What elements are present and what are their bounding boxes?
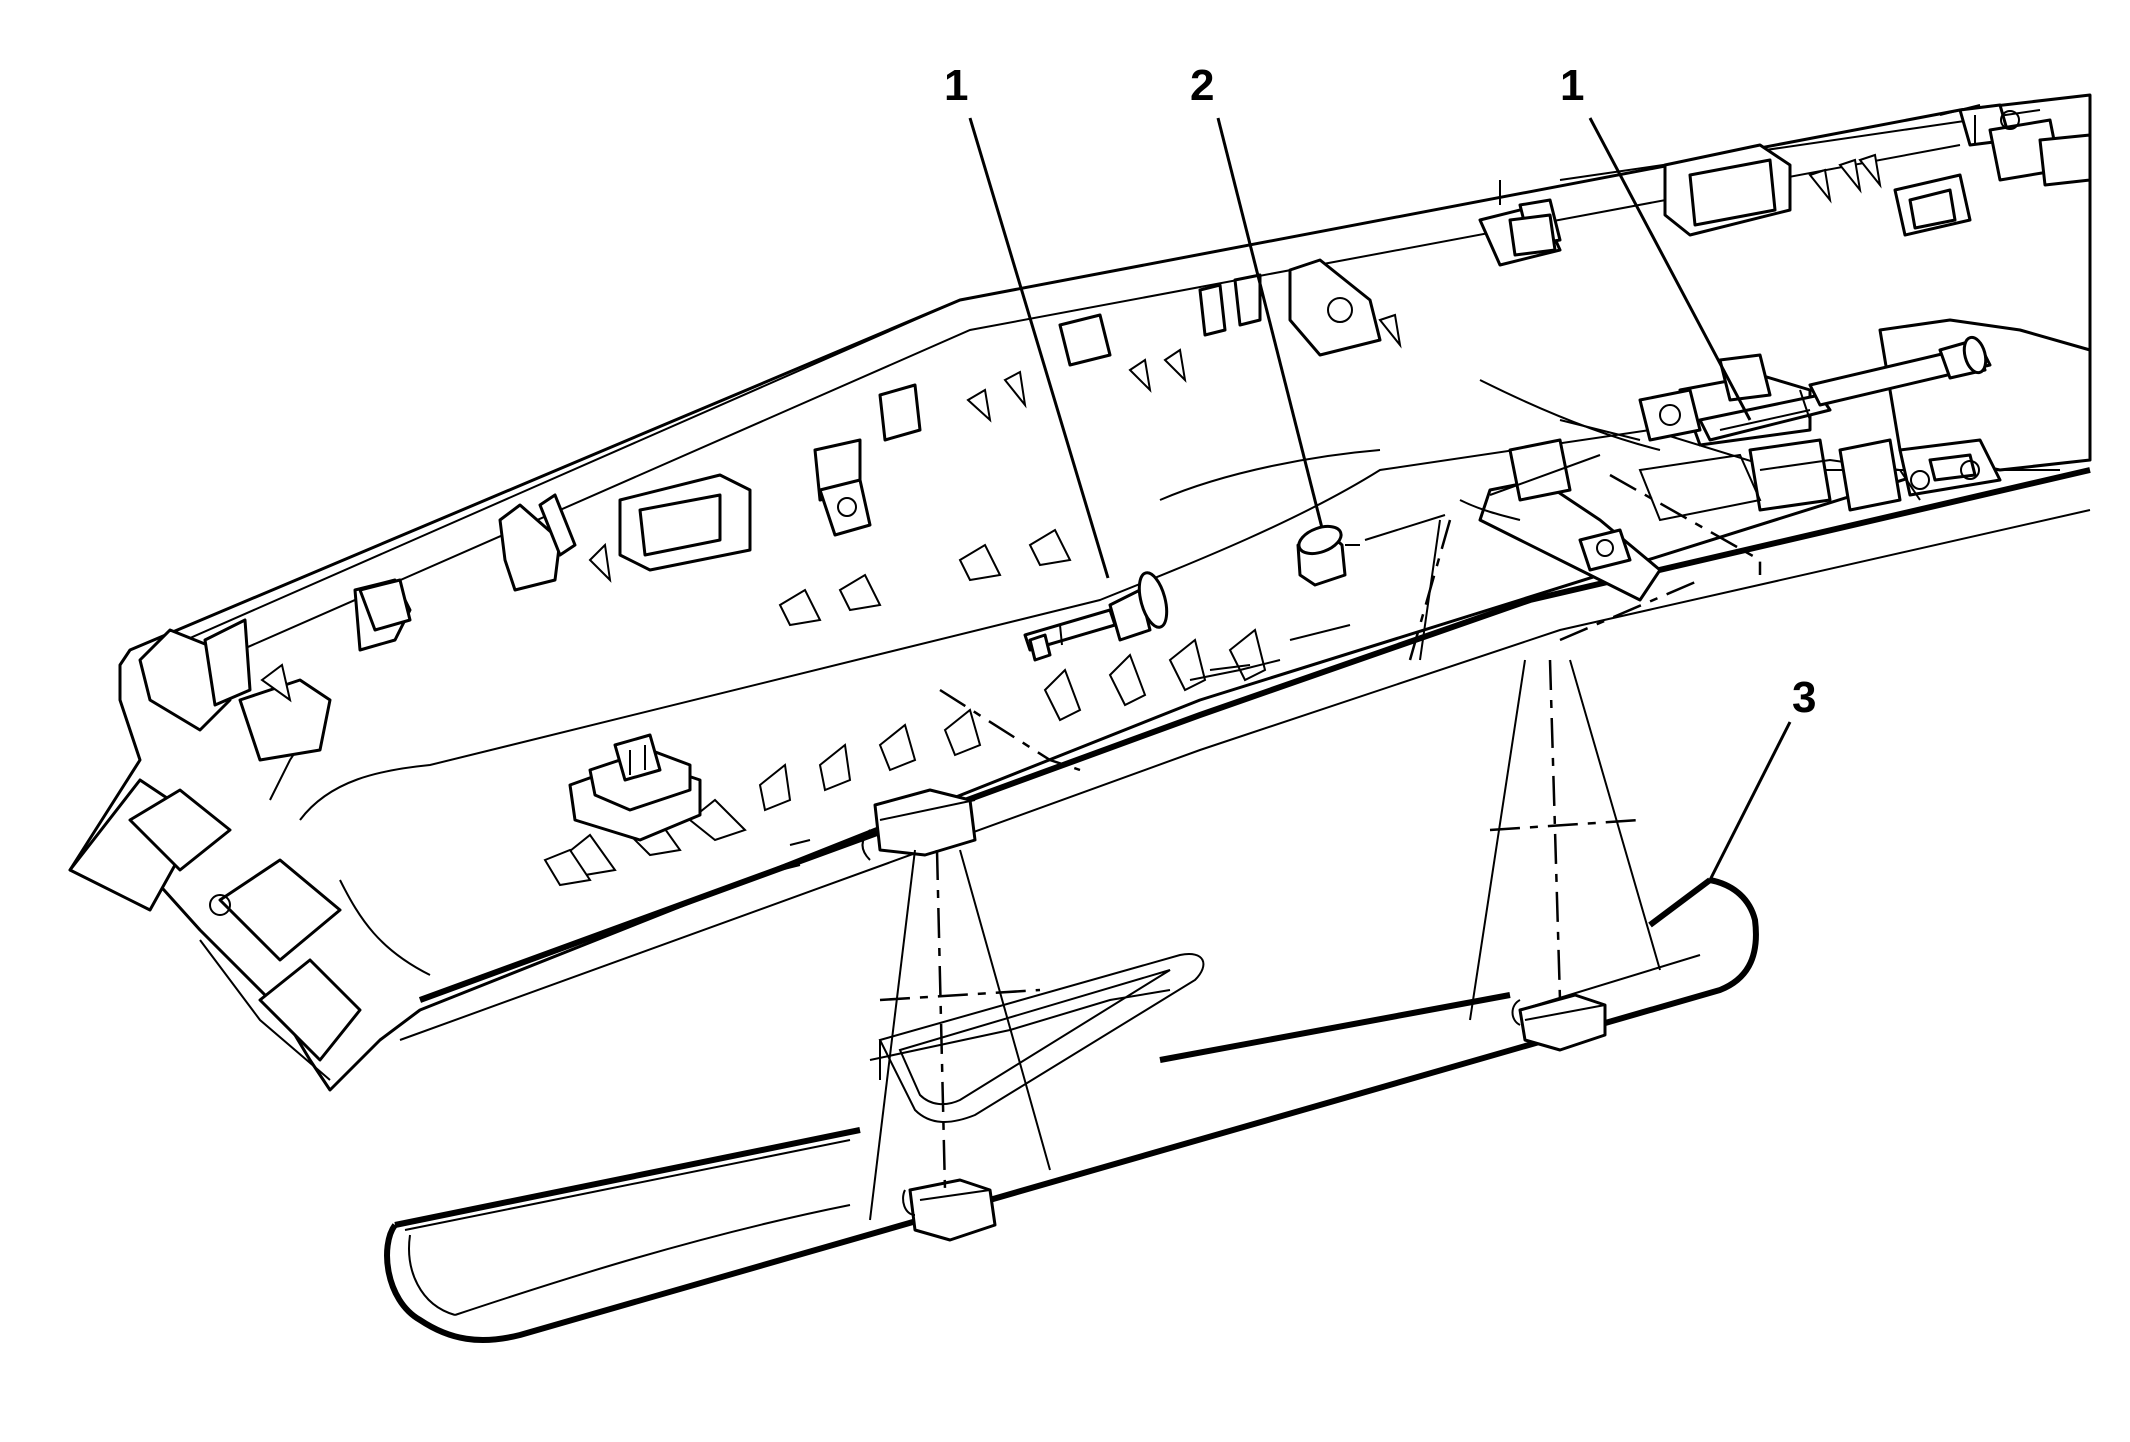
callout-2: 2 (1190, 61, 1214, 110)
pin-left (1023, 571, 1169, 662)
callout-3: 3 (1792, 673, 1816, 722)
callout-1-right: 1 (1560, 61, 1584, 110)
electrical-connector (568, 733, 702, 842)
callout-1-left: 1 (944, 61, 968, 110)
callout-leaders (968, 117, 1792, 881)
tray-alignment-lines (869, 659, 1661, 1221)
console-panel (68, 93, 2092, 1092)
floor-ribs (543, 528, 1351, 887)
assembly-guide-lines (939, 454, 1762, 772)
rear-wall-features (260, 103, 2092, 703)
bushing (1296, 514, 1446, 587)
pin-right (1698, 335, 1992, 442)
callout-labels: 1 2 1 3 (944, 61, 1816, 722)
tray (384, 877, 1759, 1343)
console-clip-center (861, 788, 977, 861)
